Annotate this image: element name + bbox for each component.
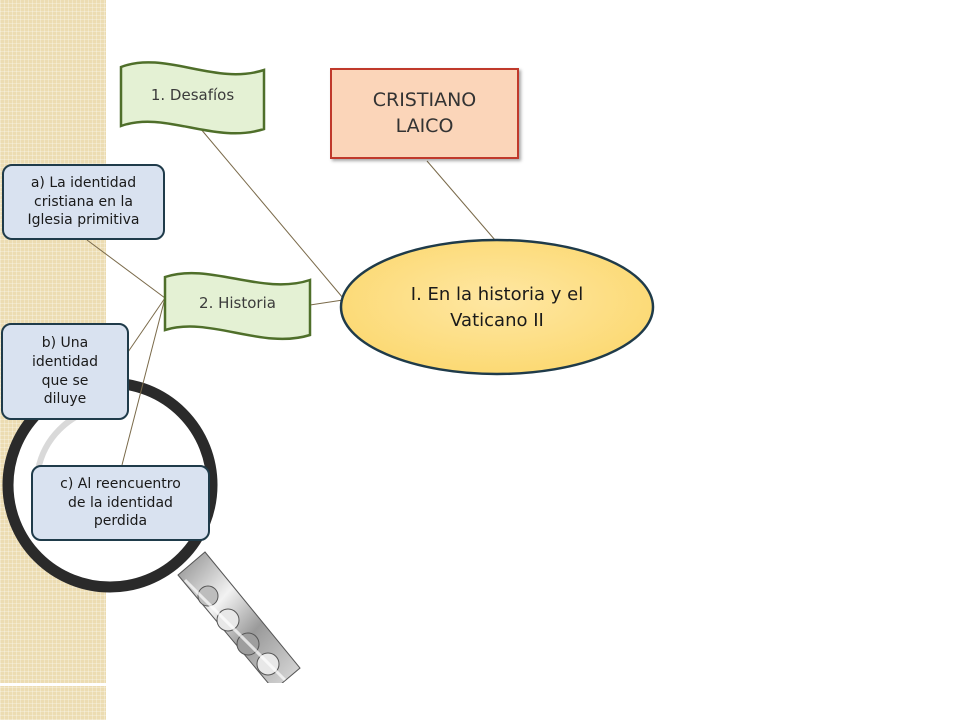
connector-lines <box>86 127 496 466</box>
flag-desafios-label: 1. Desafíos <box>150 86 235 105</box>
flag-historia-shape <box>163 271 312 341</box>
node-b-identidad-diluye: b) Una identidad que se diluye <box>1 323 129 420</box>
magnifier-handle <box>177 551 301 683</box>
flag-desafios-shape <box>119 61 266 135</box>
central-node-label: I. En la historia y el Vaticano II <box>410 283 584 331</box>
flag-historia-label: 2. Historia <box>199 294 276 313</box>
central-ellipse-shape <box>339 238 655 376</box>
node-c-reencuentro-identidad: c) Al reencuentro de la identidad perdid… <box>31 465 210 541</box>
root-node-cristiano-laico: CRISTIANO LAICO <box>330 68 519 159</box>
strip-divider <box>0 683 106 686</box>
node-a-identidad-primitiva: a) La identidad cristiana en la Iglesia … <box>2 164 165 240</box>
